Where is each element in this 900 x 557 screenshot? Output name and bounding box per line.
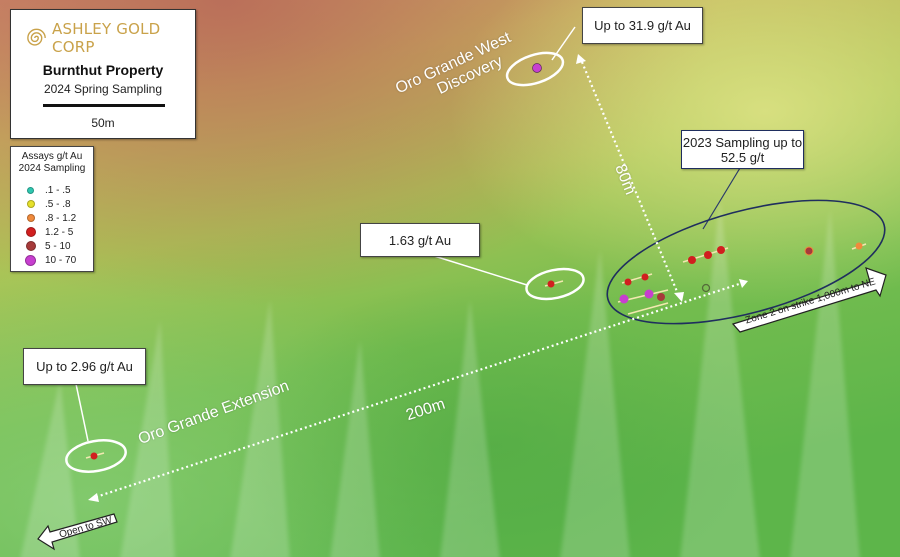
property-title: Burnthut Property — [42, 62, 164, 78]
sample-point — [855, 242, 863, 250]
callout-2023-line2: 52.5 g/t — [720, 149, 765, 165]
zone2-arrow — [731, 267, 887, 333]
oro-west-ellipse — [505, 51, 565, 87]
leader-line-center — [430, 254, 528, 286]
spiral-logo-icon — [27, 28, 46, 46]
zone-2023-ellipse — [606, 199, 886, 325]
legend-title: Assays g/t Au — [21, 151, 83, 162]
legend-subtitle: 2024 Sampling — [18, 163, 86, 174]
sample-point — [641, 273, 649, 281]
sample-point — [704, 251, 712, 259]
legend-items: .1 - .5 .5 - .8 .8 - 1.2 1.2 - 5 5 - 10 10 - … — [11, 183, 93, 267]
legend-swatch-icon — [26, 214, 35, 222]
dotted-line-200m — [95, 281, 743, 499]
leader-line-2023 — [702, 167, 741, 230]
sample-point — [804, 246, 814, 256]
scale-bar — [43, 104, 165, 107]
legend-swatch-icon — [26, 200, 35, 208]
legend-item: .1 - .5 — [25, 183, 93, 197]
sample-point — [619, 294, 629, 304]
sample-point — [717, 246, 725, 254]
sample-point — [657, 293, 665, 301]
callout-extension-text: Up to 2.96 g/t Au — [36, 359, 133, 374]
legend-swatch-icon — [25, 241, 36, 251]
open-sw-arrow — [37, 513, 118, 551]
center-ellipse — [525, 267, 585, 301]
extension-ellipse — [65, 439, 127, 473]
sample-point — [532, 63, 542, 73]
legend-swatch-icon — [25, 254, 36, 266]
legend-item-label: 1.2 - 5 — [45, 226, 74, 238]
company-logo: ASHLEY GOLD CORP — [27, 20, 187, 56]
scale-label: 50m — [91, 116, 115, 130]
arrowhead-80m-top — [576, 54, 586, 64]
legend-swatch-icon — [25, 227, 36, 237]
legend-item: 10 - 70 — [25, 253, 93, 267]
sample-point — [547, 280, 555, 288]
sampling-subtitle: 2024 Spring Sampling — [43, 82, 163, 96]
company-name: ASHLEY GOLD CORP — [52, 20, 161, 56]
sample-point — [624, 278, 632, 286]
legend-item-label: 5 - 10 — [45, 240, 71, 252]
assay-legend: Assays g/t Au 2024 Sampling .1 - .5 .5 - … — [10, 146, 94, 272]
sample-point — [688, 256, 696, 264]
callout-center: 1.63 g/t Au — [360, 223, 480, 257]
callout-oro-west: Up to 31.9 g/t Au — [582, 7, 703, 44]
arrowhead-80m-bottom — [674, 292, 684, 302]
arrowhead-200m-ne — [739, 279, 748, 288]
callout-extension: Up to 2.96 g/t Au — [23, 348, 146, 385]
sample-point — [644, 289, 654, 299]
legend-item: 5 - 10 — [25, 239, 93, 253]
legend-item: 1.2 - 5 — [25, 225, 93, 239]
title-panel: ASHLEY GOLD CORP Burnthut Property 2024 … — [10, 9, 196, 139]
sample-point — [701, 283, 711, 293]
legend-item: .8 - 1.2 — [25, 211, 93, 225]
legend-swatch-icon — [27, 186, 34, 194]
legend-item-label: .8 - 1.2 — [45, 212, 77, 224]
legend-item: .5 - .8 — [25, 197, 93, 211]
legend-item-label: .5 - .8 — [45, 198, 71, 210]
callout-oro-west-text: Up to 31.9 g/t Au — [594, 18, 691, 33]
callout-2023-sampling: 2023 Sampling up to 52.5 g/t — [681, 130, 804, 169]
callout-2023-line1: 2023 Sampling up to — [682, 134, 803, 150]
arrowhead-200m-sw — [88, 493, 99, 502]
sample-point — [90, 452, 98, 460]
callout-center-text: 1.63 g/t Au — [388, 232, 452, 248]
legend-item-label: 10 - 70 — [45, 254, 77, 266]
legend-item-label: .1 - .5 — [45, 184, 71, 196]
leader-line-extension — [75, 383, 89, 442]
dotted-line-80m — [580, 61, 680, 295]
